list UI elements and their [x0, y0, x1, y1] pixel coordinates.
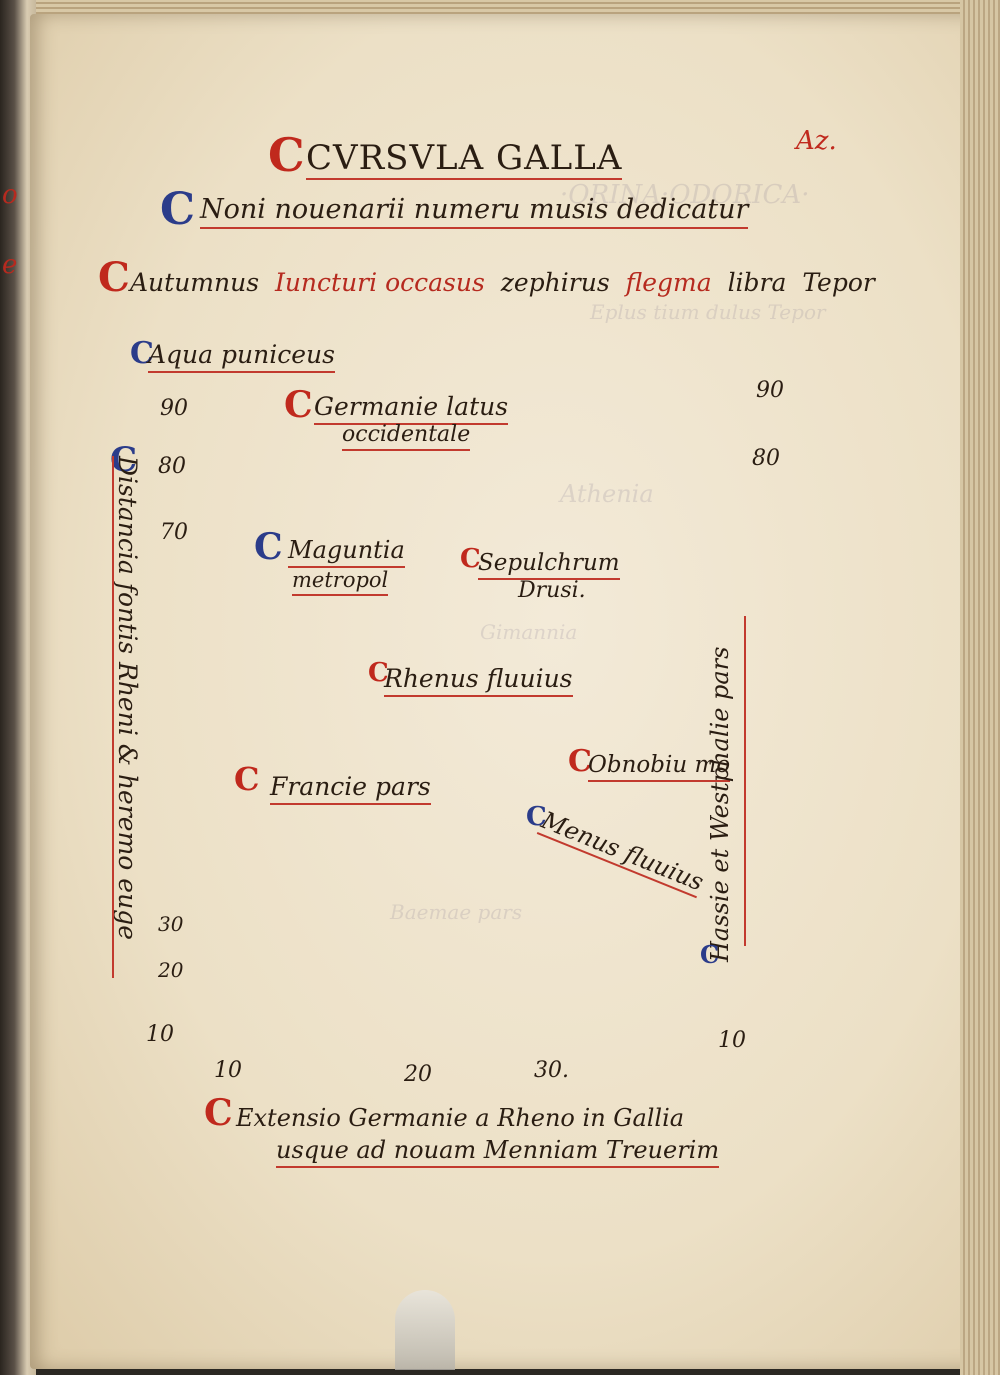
page-heading: CVRSVLA GALLA	[306, 138, 623, 180]
pilcrow-icon: C	[98, 254, 130, 301]
pilcrow-icon: C	[568, 744, 592, 779]
pilcrow-icon: C	[268, 128, 305, 182]
bleed-through-text: Athenia	[560, 480, 654, 508]
label-germania-2: occidentale	[342, 422, 471, 451]
tick-left-20: 20	[158, 958, 184, 982]
dedication-line: Noni nouenarii numeru musis dedicatur	[200, 194, 749, 229]
pilcrow-icon: C	[160, 184, 196, 235]
label-maguntia-1: Maguntia	[288, 536, 405, 568]
label-sepulchrum-1: Sepulchrum	[478, 550, 620, 580]
pilcrow-icon: C	[284, 384, 313, 426]
folio-number: Az.	[796, 126, 837, 156]
tick-left-80: 80	[158, 454, 186, 479]
tick-right-10: 10	[718, 1028, 746, 1053]
element-line: Aqua puniceus	[148, 340, 335, 373]
manuscript-page	[30, 14, 982, 1369]
footer-line-1: Extensio Germanie a Rheno in Gallia	[236, 1104, 685, 1132]
attr-season: Autumnus	[130, 268, 260, 297]
facing-page-sliver: o e	[2, 180, 18, 280]
pilcrow-icon: C	[234, 760, 260, 798]
tick-left-10: 10	[146, 1022, 174, 1047]
page-stack-edge	[960, 0, 1000, 1375]
attr-wind: zephirus	[500, 268, 610, 297]
tick-left-70: 70	[160, 520, 188, 545]
attr-sign: libra	[727, 268, 787, 297]
tick-bottom-30: 30.	[534, 1058, 569, 1083]
tick-bottom-20: 20	[404, 1062, 432, 1087]
label-maguntia-2: metropol	[292, 568, 389, 596]
left-vertical-rule	[112, 456, 114, 978]
label-germania-1: Germanie latus	[314, 392, 509, 425]
tick-left-90: 90	[160, 396, 188, 421]
pilcrow-icon: C	[368, 658, 389, 688]
label-sepulchrum-2: Drusi.	[518, 578, 586, 603]
label-left-vertical: Distancia fontis Rheni & heremo euge	[113, 456, 142, 940]
pilcrow-icon: C	[204, 1092, 233, 1134]
pilcrow-icon: C	[526, 802, 547, 832]
right-vertical-rule	[744, 616, 746, 946]
tick-left-30: 30	[158, 912, 184, 936]
bleed-through-text: Gimannia	[480, 620, 578, 644]
footer-line-2: usque ad nouam Menniam Treuerim	[276, 1136, 720, 1168]
pilcrow-icon: C	[460, 544, 481, 574]
label-obnobius: Obnobiu mo	[588, 752, 731, 782]
pilcrow-icon: C	[130, 336, 154, 371]
attr-humor: flegma	[625, 268, 712, 297]
pilcrow-icon: C	[254, 526, 283, 568]
page-clip	[395, 1290, 455, 1370]
label-right-vertical: Hassie et Westphalie pars	[706, 646, 734, 962]
label-francie: Francie pars	[270, 772, 431, 805]
attr-quality: Tepor	[802, 268, 875, 297]
bleed-through-text: Eplus tium dulus Tepor	[590, 300, 826, 324]
library-stamp	[115, 970, 295, 1050]
bleed-through-text: ·ORINA·ODORICA·	[560, 180, 810, 210]
pilcrow-icon: C	[110, 440, 138, 480]
attr-direction: Iuncturi occasus	[274, 268, 485, 297]
tick-right-90: 90	[756, 378, 784, 403]
tick-bottom-10: 10	[214, 1058, 242, 1083]
pilcrow-icon: C	[700, 940, 720, 969]
tick-right-80: 80	[752, 446, 780, 471]
bleed-through-text: Baemae pars	[390, 900, 523, 924]
attributes-line: Autumnus Iuncturi occasus zephirus flegm…	[130, 268, 875, 297]
label-rhenus: Rhenus fluuius	[384, 664, 573, 697]
